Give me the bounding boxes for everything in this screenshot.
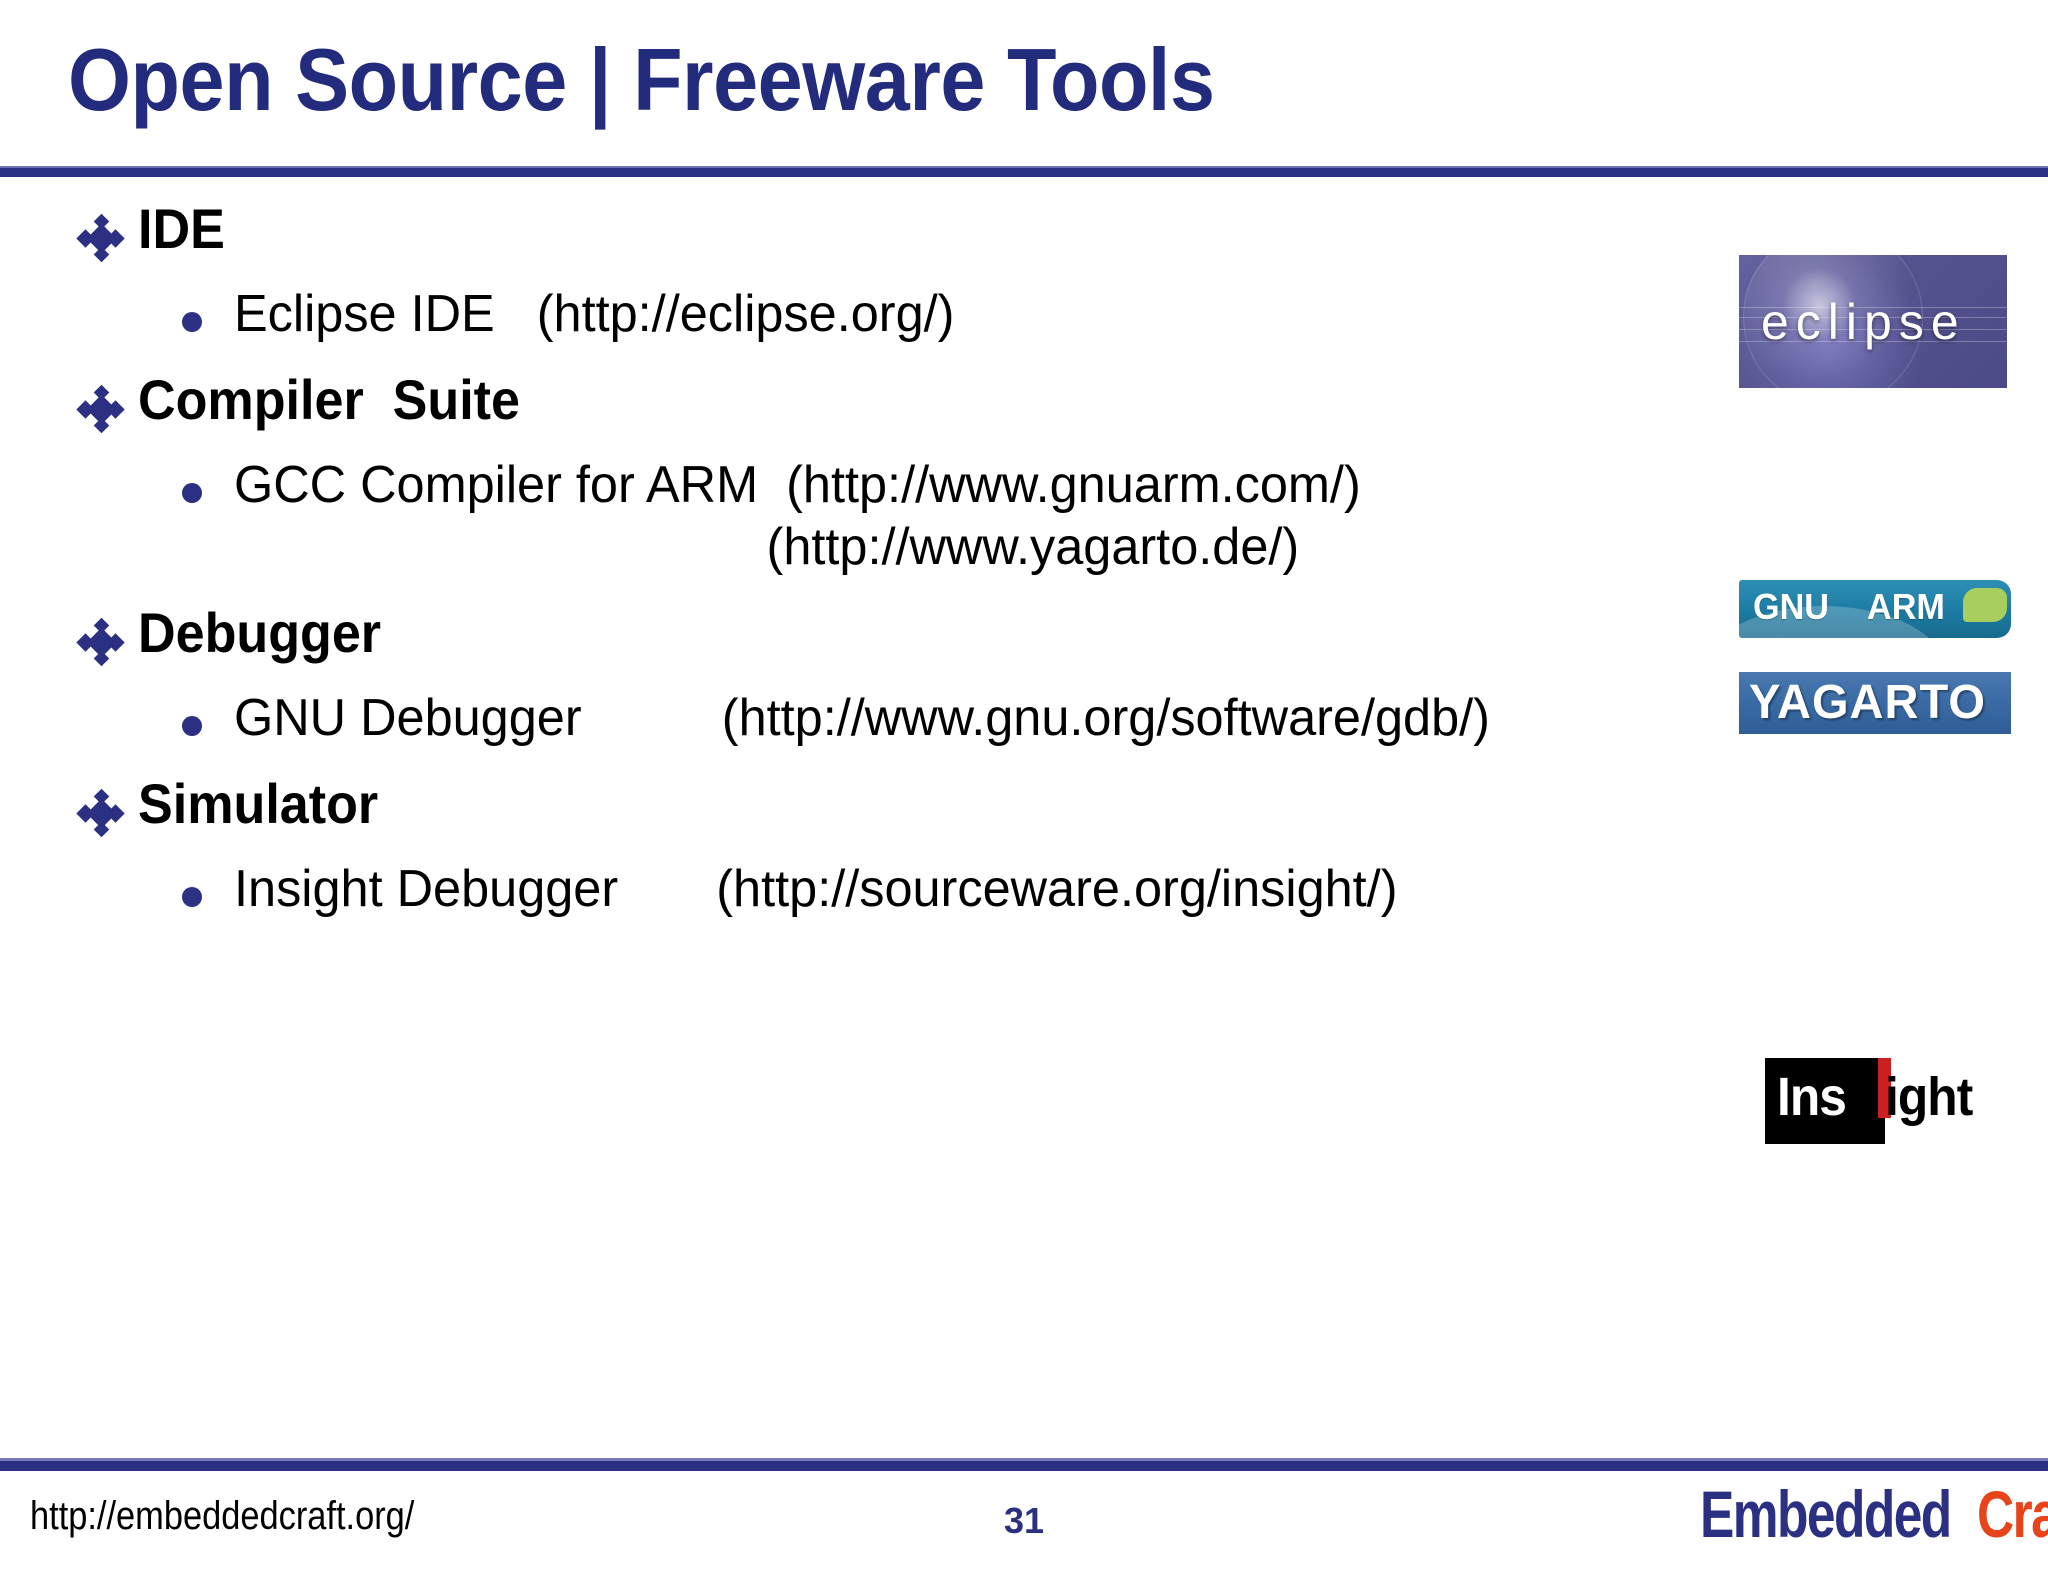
eclipse-scanline-decoration — [1739, 329, 2007, 330]
gnu-arm-logo: GNU ARM — [1739, 580, 2011, 638]
insight-logo: Ins ight — [1765, 1058, 1997, 1144]
yagarto-logo: YAGARTO — [1739, 672, 2011, 734]
embeddedcraft-logo: Embedded Craft — [1700, 1476, 2048, 1554]
yagarto-logo-text: YAGARTO — [1749, 676, 1986, 729]
gnu-arm-logo-text-arm: ARM — [1867, 586, 1945, 627]
dot-bullet-icon — [182, 483, 202, 504]
page-number: 31 — [1003, 1500, 1045, 1541]
slide-header: Open Source | Freeware Tools — [0, 0, 2048, 177]
eclipse-logo-text: eclipse — [1761, 294, 1966, 350]
list-item-lines: Eclipse IDE (http://eclipse.org/) — [234, 284, 977, 345]
list-item: Eclipse IDE (http://eclipse.org/) — [0, 284, 1700, 345]
list-item: GNU Debugger (http://www.gnu.org/softwar… — [0, 688, 1700, 749]
list-item-text: Eclipse IDE (http://eclipse.org/) — [234, 285, 955, 343]
gnu-arm-green-accent — [1963, 588, 2007, 622]
section-label: Simulator — [138, 772, 379, 836]
section-heading-debugger: Debugger — [0, 601, 1700, 667]
section-heading-compiler-suite: Compiler Suite — [0, 368, 1700, 434]
list-item: Insight Debugger (http://sourceware.org/… — [0, 859, 1700, 920]
eclipse-scanline-decoration — [1739, 317, 2007, 318]
diamond-bullet-icon — [76, 617, 125, 667]
section-label: Debugger — [138, 601, 382, 665]
section-heading-simulator: Simulator — [0, 772, 1700, 838]
insight-logo-text-ight: ight — [1885, 1067, 1973, 1127]
eclipse-scanline-decoration — [1739, 341, 2007, 342]
list-item-text: Insight Debugger (http://sourceware.org/… — [234, 860, 1398, 919]
insight-logo-text-ins: Ins — [1777, 1067, 1847, 1127]
embeddedcraft-logo-text-embedded: Embedded — [1700, 1477, 1952, 1551]
list-item-lines: GCC Compiler for ARM (http://www.gnuarm.… — [234, 455, 1396, 578]
diamond-bullet-icon — [76, 213, 125, 263]
list-item-text: GCC Compiler for ARM (http://www.gnuarm.… — [234, 456, 1361, 515]
page-title: Open Source | Freeware Tools — [68, 30, 1215, 129]
list-item: GCC Compiler for ARM (http://www.gnuarm.… — [0, 455, 1700, 578]
list-item-lines: Insight Debugger (http://sourceware.org/… — [234, 859, 1433, 920]
embeddedcraft-logo-text-craft: Craft — [1977, 1477, 2048, 1551]
footer-url: http://embeddedcraft.org/ — [30, 1494, 415, 1538]
dot-bullet-icon — [182, 716, 202, 737]
section-label: IDE — [138, 197, 225, 260]
list-item-text-continuation: (http://www.yagarto.de/) — [234, 517, 1300, 576]
footer-divider — [0, 1458, 2048, 1471]
gnu-arm-logo-text-gnu: GNU — [1753, 586, 1829, 627]
title-divider — [0, 166, 2048, 177]
list-item-text: GNU Debugger (http://www.gnu.org/softwar… — [234, 689, 1490, 748]
diamond-bullet-icon — [76, 385, 125, 434]
insight-logo-backdrop — [1765, 1058, 1885, 1144]
diamond-bullet-icon — [76, 789, 125, 838]
slide-body: IDE Eclipse IDE (http://eclipse.org/) Co… — [0, 197, 1700, 947]
eclipse-glow-decoration — [1743, 255, 1923, 388]
section-heading-ide: IDE — [0, 197, 1700, 263]
insight-logo-red-i-stem — [1878, 1070, 1891, 1118]
section-label: Compiler Suite — [138, 368, 520, 432]
list-item-lines: GNU Debugger (http://www.gnu.org/softwar… — [234, 688, 1529, 749]
eclipse-scanline-decoration — [1739, 307, 2007, 308]
dot-bullet-icon — [182, 887, 202, 908]
dot-bullet-icon — [182, 312, 202, 332]
insight-logo-red-i-dot — [1878, 1058, 1891, 1070]
eclipse-logo: eclipse — [1739, 255, 2007, 388]
